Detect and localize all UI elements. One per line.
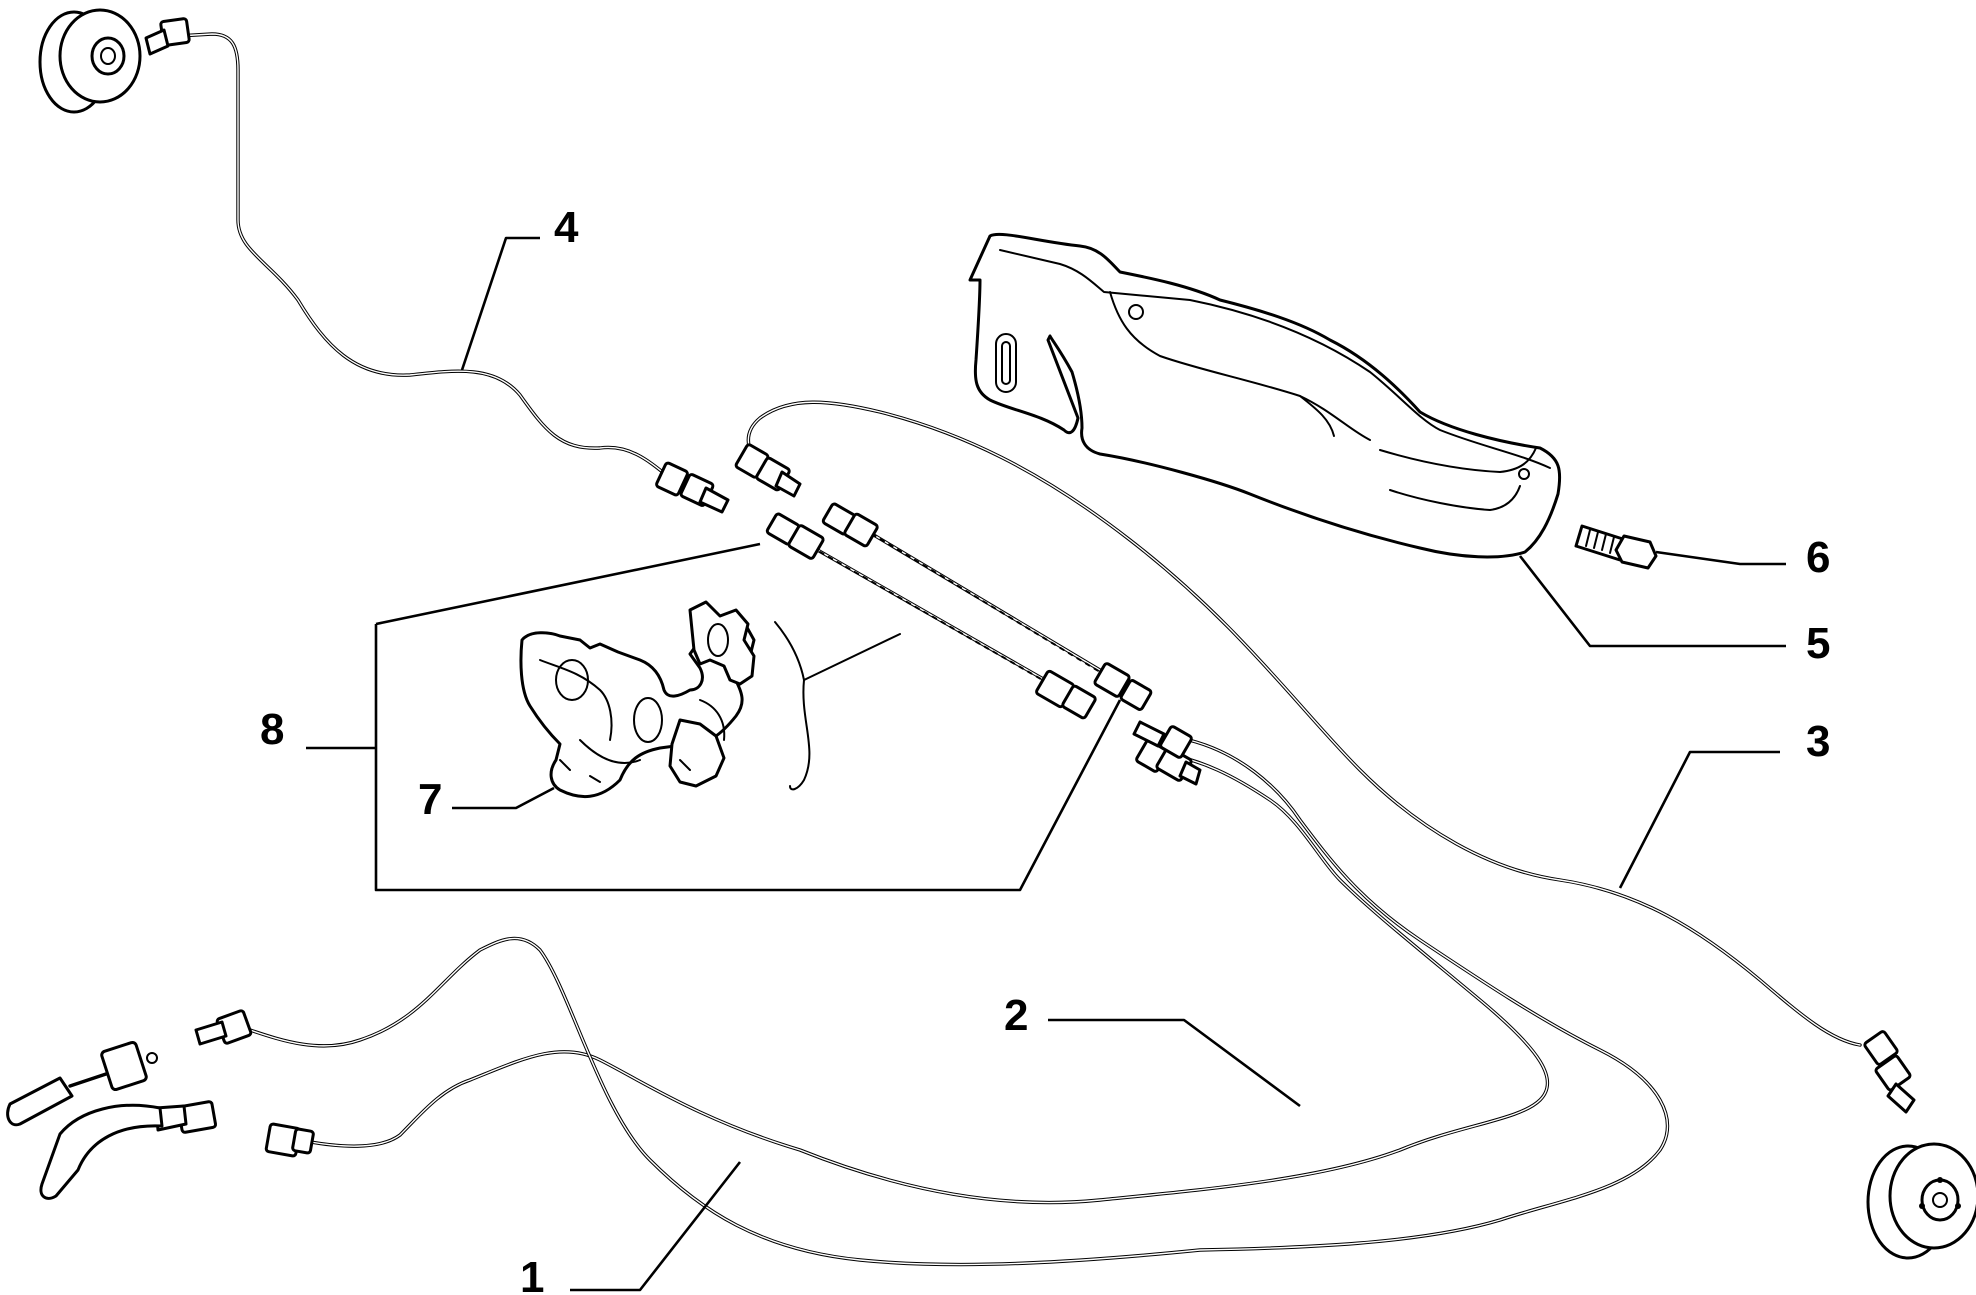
master-cylinder-outlet-upper: [6, 1040, 158, 1127]
callout-8: 8: [260, 705, 284, 754]
pipe-1-lower-fitting: [194, 1009, 253, 1046]
leader-7: [452, 786, 555, 810]
bolt-6[interactable]: [1574, 524, 1658, 570]
callout-5: 5: [1806, 619, 1830, 668]
pipe-clip-bracket-7[interactable]: [519, 600, 756, 799]
callout-2: 2: [1004, 991, 1028, 1040]
flexible-hose-8a[interactable]: [765, 512, 1097, 720]
pipe-1-upper-fitting: [1132, 720, 1193, 759]
brake-pipe-1[interactable]: [248, 736, 1670, 1267]
callout-7: 7: [418, 775, 442, 824]
heat-shield-5[interactable]: [968, 232, 1562, 559]
pipe-2-lower-fitting: [264, 1122, 315, 1158]
callout-4: 4: [554, 203, 579, 252]
leader-5: [1518, 555, 1786, 648]
master-cylinder-outlet-lower: [39, 1100, 218, 1200]
brake-drum-icon-upper-left: [38, 8, 142, 114]
pipe-3-lower-fitting: [1863, 1030, 1916, 1114]
brake-pipe-3[interactable]: [746, 400, 1862, 1047]
callout-3: 3: [1806, 717, 1830, 766]
brake-pipe-4[interactable]: [176, 32, 672, 480]
callout-1: 1: [520, 1253, 544, 1295]
callout-6: 6: [1806, 533, 1830, 582]
leader-6: [1655, 550, 1786, 566]
leader-1: [570, 1161, 742, 1292]
leader-2: [1048, 1018, 1301, 1108]
brake-pipe-2[interactable]: [298, 750, 1550, 1205]
leader-4: [460, 236, 540, 371]
pipe-3-upper-fitting: [734, 443, 802, 498]
assembly-direction-marker: [774, 621, 901, 791]
pipe-4-lower-fitting: [655, 461, 730, 514]
leader-3: [1618, 750, 1780, 889]
flexible-hose-8b[interactable]: [821, 502, 1153, 711]
brake-drum-icon-lower-right: [1866, 1142, 1976, 1260]
leader-8-box: [306, 542, 1122, 892]
pipe-4-upper-fitting: [144, 17, 191, 56]
